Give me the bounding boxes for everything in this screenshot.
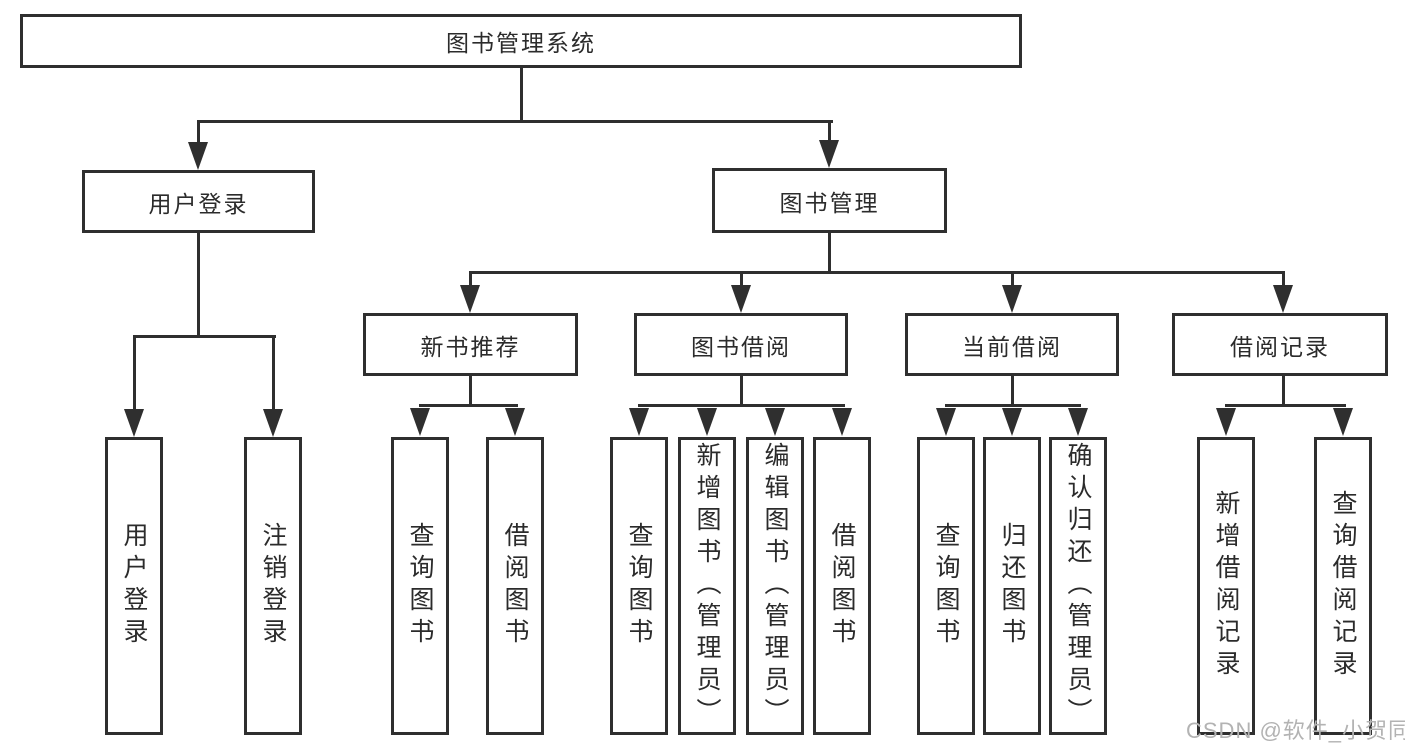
leaf-add-books-admin: 新增图书（管理员） <box>678 437 736 735</box>
connector-arrowhead-down <box>188 142 208 170</box>
connector-line <box>1011 271 1014 285</box>
leaf-user-login: 用户登录 <box>105 437 163 735</box>
connector-line <box>133 335 276 338</box>
connector-arrowhead-down <box>1333 408 1353 436</box>
node-label: 图书管理 <box>779 189 880 216</box>
leaf-query-borrow-record: 查询借阅记录 <box>1314 437 1372 735</box>
connector-arrowhead-down <box>936 408 956 436</box>
leaf-borrow-books-recommend: 借阅图书 <box>486 437 544 735</box>
connector-arrowhead-down <box>505 408 525 436</box>
connector-line <box>197 120 200 145</box>
node-label: 归还图书 <box>998 522 1026 650</box>
node-label: 新书推荐 <box>420 333 521 360</box>
connector-line <box>828 120 831 143</box>
node-label: 新增借阅记录 <box>1212 490 1240 682</box>
node-user-login: 用户登录 <box>82 170 315 233</box>
node-new-book-recommend: 新书推荐 <box>363 313 578 376</box>
connector-line <box>1282 271 1285 285</box>
connector-line <box>469 271 1285 274</box>
connector-arrowhead-down <box>1002 285 1022 313</box>
connector-line <box>133 335 136 410</box>
connector-line <box>740 271 743 285</box>
node-label: 借阅图书 <box>828 522 856 650</box>
node-book-borrowing: 图书借阅 <box>634 313 848 376</box>
leaf-add-borrow-record: 新增借阅记录 <box>1197 437 1255 735</box>
leaf-query-books-current: 查询图书 <box>917 437 975 735</box>
leaf-confirm-return-admin: 确认归还（管理员） <box>1049 437 1107 735</box>
node-label: 借阅图书 <box>501 522 529 650</box>
connector-line <box>197 120 833 123</box>
node-label: 注销登录 <box>259 522 287 650</box>
connector-arrowhead-down <box>629 408 649 436</box>
connector-arrowhead-down <box>1273 285 1293 313</box>
connector-arrowhead-down <box>263 409 283 437</box>
connector-arrowhead-down <box>832 408 852 436</box>
connector-line <box>740 376 743 406</box>
connector-line <box>638 404 845 407</box>
leaf-query-books-recommend: 查询图书 <box>391 437 449 735</box>
leaf-edit-books-admin: 编辑图书（管理员） <box>746 437 804 735</box>
node-label: 用户登录 <box>148 190 249 217</box>
connector-line <box>197 233 200 337</box>
connector-arrowhead-down <box>124 409 144 437</box>
node-label: 编辑图书（管理员） <box>761 442 789 730</box>
node-current-borrowing: 当前借阅 <box>905 313 1119 376</box>
connector-line <box>469 271 472 285</box>
node-label: 查询图书 <box>932 522 960 650</box>
node-label: 查询图书 <box>406 522 434 650</box>
node-label: 当前借阅 <box>962 333 1062 360</box>
connector-arrowhead-down <box>819 140 839 168</box>
node-label: 新增图书（管理员） <box>693 442 721 730</box>
node-book-management: 图书管理 <box>712 168 947 233</box>
connector-line <box>1282 376 1285 406</box>
node-label: 查询图书 <box>625 522 653 650</box>
connector-line <box>945 404 1081 407</box>
node-label: 用户登录 <box>120 522 148 650</box>
connector-arrowhead-down <box>731 285 751 313</box>
leaf-query-books-borrowing: 查询图书 <box>610 437 668 735</box>
connector-line <box>1011 376 1014 406</box>
node-label: 确认归还（管理员） <box>1064 442 1092 730</box>
leaf-return-books: 归还图书 <box>983 437 1041 735</box>
connector-arrowhead-down <box>460 285 480 313</box>
node-library-system: 图书管理系统 <box>20 14 1022 68</box>
connector-line <box>272 335 275 410</box>
leaf-borrow-books: 借阅图书 <box>813 437 871 735</box>
connector-line <box>520 68 523 122</box>
connector-arrowhead-down <box>765 408 785 436</box>
node-label: 查询借阅记录 <box>1329 490 1357 682</box>
node-label: 图书借阅 <box>691 333 791 360</box>
connector-line <box>828 233 831 273</box>
connector-line <box>1225 404 1346 407</box>
connector-line <box>469 376 472 406</box>
connector-arrowhead-down <box>410 408 430 436</box>
connector-arrowhead-down <box>697 408 717 436</box>
connector-arrowhead-down <box>1216 408 1236 436</box>
node-label: 借阅记录 <box>1230 333 1330 360</box>
node-label: 图书管理系统 <box>446 30 596 56</box>
node-borrow-records: 借阅记录 <box>1172 313 1388 376</box>
csdn-watermark: CSDN @软件_小贺同学 <box>1186 718 1405 743</box>
connector-arrowhead-down <box>1002 408 1022 436</box>
leaf-logout: 注销登录 <box>244 437 302 735</box>
connector-arrowhead-down <box>1068 408 1088 436</box>
connector-line <box>419 404 518 407</box>
